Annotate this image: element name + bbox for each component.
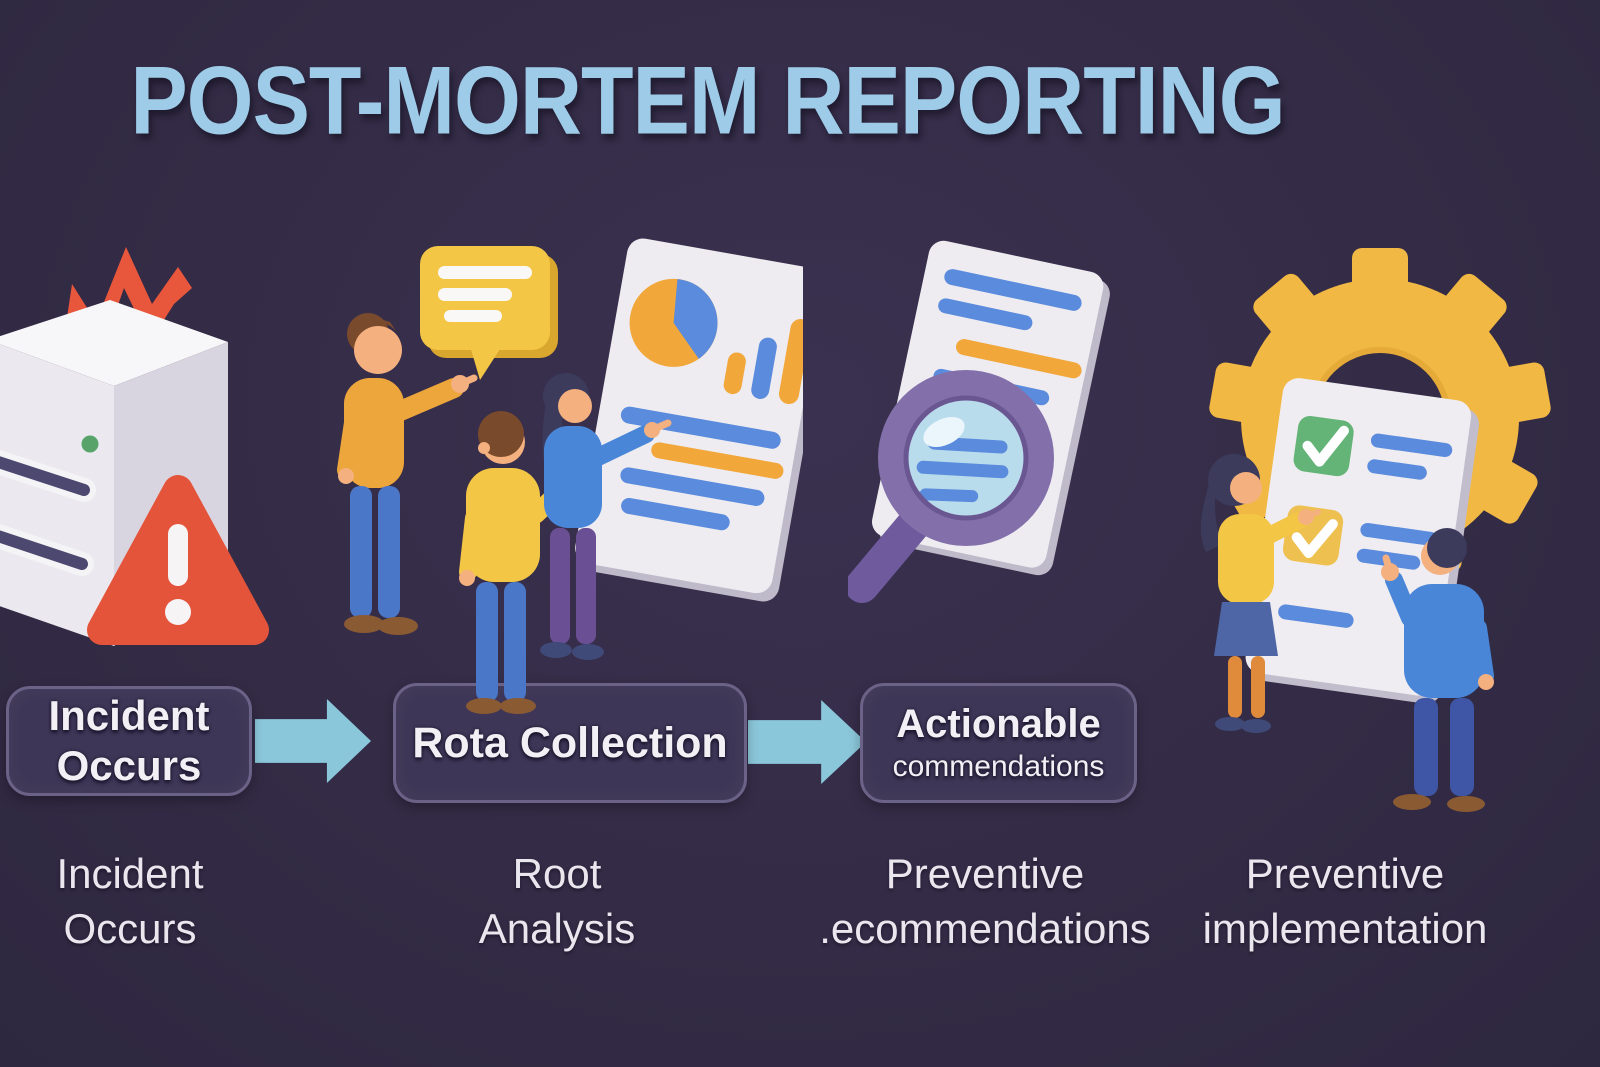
caption-incident-occurs: Incident Occurs xyxy=(0,846,330,956)
person-yellow-shirt xyxy=(459,411,584,714)
caption-root-analysis: Root Analysis xyxy=(357,846,757,956)
caption-line: Preventive xyxy=(885,850,1085,897)
flow-box-incident-occurs: Incident Occurs xyxy=(6,686,252,796)
server-led xyxy=(81,435,99,453)
scene-preventive-implementation xyxy=(1200,248,1551,812)
scene-incident-occurs xyxy=(0,247,269,646)
flow-box-line: commendations xyxy=(892,750,1105,783)
flow-box-line: Actionable xyxy=(896,702,1101,746)
caption-line: Analysis xyxy=(478,905,636,952)
speech-bubble-icon xyxy=(420,246,558,380)
report-document-icon xyxy=(575,238,803,602)
pie-chart-icon xyxy=(629,278,718,367)
caption-line: Root xyxy=(512,850,602,897)
scene-root-analysis xyxy=(337,238,803,714)
person-yellow-top-woman xyxy=(1200,454,1321,733)
flow-box-rota-collection: Rota Collection xyxy=(393,683,747,803)
flow-box-line: Incident xyxy=(48,692,210,739)
warning-triangle-icon xyxy=(87,475,269,645)
scene-recommendation-review xyxy=(848,240,1110,603)
caption-line: implementation xyxy=(1202,905,1488,952)
person-blue-shirt-woman xyxy=(540,373,672,660)
checkbox-green xyxy=(1293,415,1354,477)
page-title: POST-MORTEM REPORTING xyxy=(130,47,1285,155)
caption-line: .ecommendations xyxy=(819,905,1151,952)
caption-line: Incident xyxy=(56,850,204,897)
flow-box-actionable-recommendations: Actionable commendations xyxy=(860,683,1137,803)
caption-preventive-recommendations: Preventive .ecommendations xyxy=(785,846,1185,956)
magnifying-glass-icon xyxy=(848,370,1054,603)
flow-box-line: Occurs xyxy=(56,742,202,789)
bar-chart-icon xyxy=(723,319,803,405)
person-orange-shirt xyxy=(337,313,478,635)
caption-line: Preventive xyxy=(1245,850,1445,897)
caption-line: Occurs xyxy=(63,905,197,952)
caption-preventive-implementation: Preventive implementation xyxy=(1145,846,1545,956)
flow-box-line: Rota Collection xyxy=(412,719,728,767)
person-blue-sweater-man xyxy=(1381,528,1494,812)
